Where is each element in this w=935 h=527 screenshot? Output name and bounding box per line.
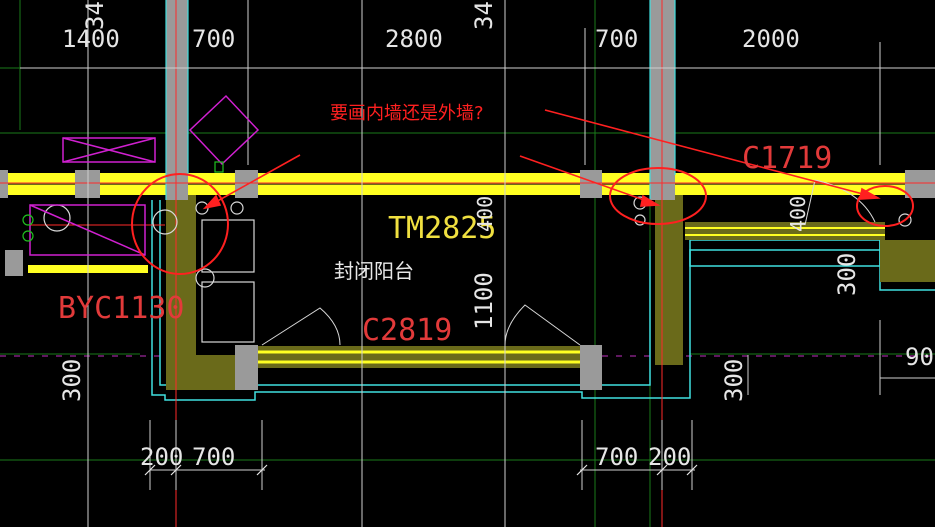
question-markers [131, 167, 914, 275]
column-outlines [165, 0, 676, 200]
vdim-right-300-b: 300 [720, 359, 748, 402]
right-marker [856, 185, 914, 227]
c1719-wall [685, 222, 885, 240]
top-dim-5: 2000 [742, 25, 800, 53]
bottom-wall [255, 346, 585, 368]
bottom-dim-l1: 200 [140, 443, 183, 471]
annotation-question: 要画内墙还是外墙? [330, 103, 484, 124]
label-tm2825: TM2825 [388, 211, 496, 246]
bottom-dim-r2: 200 [648, 443, 691, 471]
left-balcony-wall [166, 195, 196, 365]
right-edge-dim: 900 [905, 343, 935, 371]
top-dim-2: 700 [192, 25, 235, 53]
door-swings [261, 179, 876, 346]
vdim-right-400: 400 [786, 196, 810, 232]
room-label: 封闭阳台 [334, 259, 414, 283]
dim-ticks [144, 464, 698, 476]
vdim-mid-1100: 1100 [470, 272, 498, 330]
left-marker [131, 173, 229, 275]
bottom-dim-l2: 700 [192, 443, 235, 471]
label-c2819: C2819 [362, 313, 452, 348]
top-cut-2: 34 [470, 1, 498, 30]
vdim-right-300-a: 300 [833, 253, 861, 296]
top-dim-1: 1400 [62, 25, 120, 53]
vdim-left-300: 300 [58, 359, 86, 402]
top-cut-1: 34 [81, 1, 109, 30]
question-arrows [202, 109, 881, 210]
top-dim-3: 2800 [385, 25, 443, 53]
label-byc1130: BYC1130 [58, 291, 184, 326]
small-symbols [22, 161, 224, 242]
furniture [29, 94, 260, 256]
right-end-wall [880, 240, 935, 282]
guide-lines [20, 0, 935, 527]
bottom-dim-r1: 700 [595, 443, 638, 471]
top-dim-4: 700 [595, 25, 638, 53]
label-c1719: C1719 [742, 141, 832, 176]
vdim-mid-400: 400 [473, 196, 497, 232]
mid-marker [609, 167, 707, 225]
left-bottom-stub [166, 355, 236, 390]
walls [0, 173, 935, 390]
